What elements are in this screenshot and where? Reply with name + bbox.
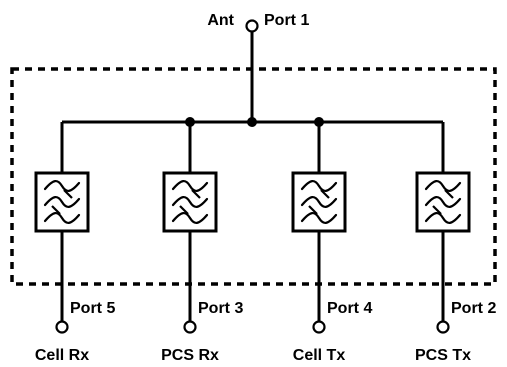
filter-strike bbox=[179, 205, 189, 215]
port-terminal bbox=[183, 320, 197, 334]
filter-wave bbox=[43, 180, 81, 192]
filter-strike bbox=[444, 189, 454, 199]
filter-wave bbox=[424, 196, 462, 208]
channel-name-label: Cell Tx bbox=[293, 347, 346, 364]
filter-strike bbox=[191, 189, 201, 199]
channel-name-label: Cell Rx bbox=[35, 347, 89, 364]
filter-wave bbox=[300, 196, 338, 208]
filter-wave bbox=[424, 212, 462, 224]
antenna-label: Ant bbox=[207, 12, 234, 29]
filter-wave bbox=[171, 212, 209, 224]
channel-name-label: PCS Tx bbox=[415, 347, 471, 364]
filter-wave bbox=[300, 212, 338, 224]
filter-wave bbox=[43, 196, 81, 208]
filter-wave bbox=[43, 212, 81, 224]
enclosure-boundary bbox=[10, 67, 497, 286]
filter-strike bbox=[63, 189, 73, 199]
port-terminal bbox=[312, 320, 326, 334]
filter-wave bbox=[171, 180, 209, 192]
junction-dot bbox=[247, 117, 257, 127]
filter-branch: Port 3 PCS Rx bbox=[161, 122, 243, 364]
filter-strike bbox=[432, 205, 442, 215]
port-terminal bbox=[55, 320, 69, 334]
antenna-port: Ant Port 1 bbox=[207, 12, 309, 33]
port-label: Port 3 bbox=[198, 300, 243, 317]
filter-strike bbox=[308, 205, 318, 215]
filter-strike bbox=[51, 205, 61, 215]
antenna-port-label: Port 1 bbox=[264, 12, 309, 29]
antenna-port-terminal bbox=[245, 19, 259, 33]
filter-wave bbox=[171, 196, 209, 208]
port-label: Port 2 bbox=[451, 300, 496, 317]
filter-strike bbox=[320, 189, 330, 199]
filter-wave bbox=[300, 180, 338, 192]
port-label: Port 5 bbox=[70, 300, 115, 317]
bandpass-filter-icon bbox=[43, 180, 81, 224]
filter-branch: Port 5 Cell Rx bbox=[34, 122, 115, 364]
bandpass-filter-icon bbox=[424, 180, 462, 224]
filter-wave bbox=[424, 180, 462, 192]
port-label: Port 4 bbox=[327, 300, 372, 317]
filter-branch: Port 2 PCS Tx bbox=[415, 122, 496, 364]
port-terminal bbox=[436, 320, 450, 334]
bandpass-filter-icon bbox=[171, 180, 209, 224]
channel-name-label: PCS Rx bbox=[161, 347, 219, 364]
filter-branch: Port 4 Cell Tx bbox=[291, 122, 372, 364]
bandpass-filter-icon bbox=[300, 180, 338, 224]
